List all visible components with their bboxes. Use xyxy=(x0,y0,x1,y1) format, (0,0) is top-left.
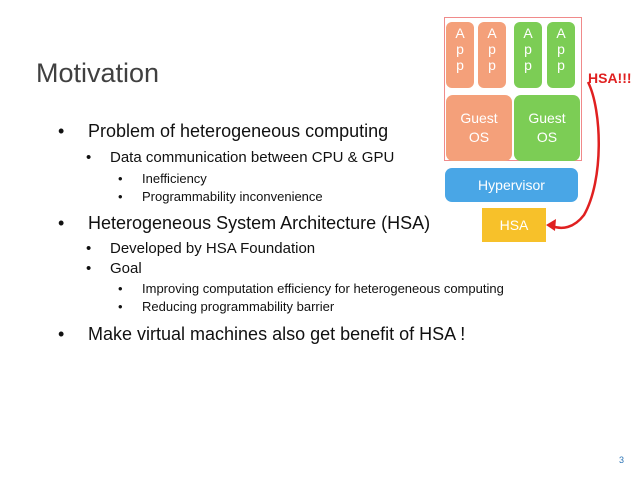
guest-os-box-right: Guest OS xyxy=(514,95,580,161)
app-letter: A xyxy=(455,25,465,41)
app-box: A p p xyxy=(514,22,542,88)
guest-os-box-left: Guest OS xyxy=(446,95,512,161)
bullet-text: Goal xyxy=(110,260,142,277)
app-box: A p p xyxy=(446,22,474,88)
app-letter: p xyxy=(456,57,464,73)
slide-title: Motivation xyxy=(36,58,160,88)
vm-group-border xyxy=(444,17,582,161)
bullet-text: Inefficiency xyxy=(142,171,207,186)
bullet-dot: • xyxy=(118,189,123,204)
bullet-text: Improving computation efficiency for het… xyxy=(142,281,504,296)
bullet-dot: • xyxy=(86,260,92,277)
page-number: 3 xyxy=(619,455,625,465)
hsa-box: HSA xyxy=(482,208,546,242)
app-letter: p xyxy=(456,41,464,57)
bullet-text: Make virtual machines also get benefit o… xyxy=(88,324,466,344)
guest-os-label: OS xyxy=(536,129,558,145)
bullet-dot: • xyxy=(58,213,65,233)
bullet-dot: • xyxy=(118,281,123,296)
bullet-dot: • xyxy=(118,171,123,186)
hsa-callout-label: HSA!!! xyxy=(588,70,632,86)
app-letter: p xyxy=(524,57,532,73)
app-letter: A xyxy=(487,25,497,41)
guest-os-label: Guest xyxy=(460,110,498,126)
guest-os-label: OS xyxy=(468,129,490,145)
bullet-text: Reducing programmability barrier xyxy=(142,299,335,314)
bullet-text: Heterogeneous System Architecture (HSA) xyxy=(88,213,431,233)
bullet-dot: • xyxy=(86,149,92,166)
guest-os-label: Guest xyxy=(528,110,566,126)
hypervisor-box: Hypervisor xyxy=(445,168,578,202)
bullet-dot: • xyxy=(86,240,92,257)
app-box: A p p xyxy=(478,22,506,88)
bullet-text: Programmability inconvenience xyxy=(142,189,323,204)
bullet-text: Data communication between CPU & GPU xyxy=(110,149,395,166)
app-letter: p xyxy=(488,41,496,57)
hsa-callout-arrow-icon xyxy=(546,81,600,231)
bullet-dot: • xyxy=(118,299,123,314)
app-letter: p xyxy=(557,57,565,73)
app-letter: p xyxy=(488,57,496,73)
bullet-dot: • xyxy=(58,324,65,344)
app-letter: p xyxy=(557,41,565,57)
bullet-text: Developed by HSA Foundation xyxy=(110,240,316,257)
app-letter: A xyxy=(556,25,566,41)
app-letter: A xyxy=(523,25,533,41)
bullet-text: Problem of heterogeneous computing xyxy=(88,121,389,141)
bullet-dot: • xyxy=(58,121,65,141)
app-letter: p xyxy=(524,41,532,57)
app-box: A p p xyxy=(547,22,575,88)
